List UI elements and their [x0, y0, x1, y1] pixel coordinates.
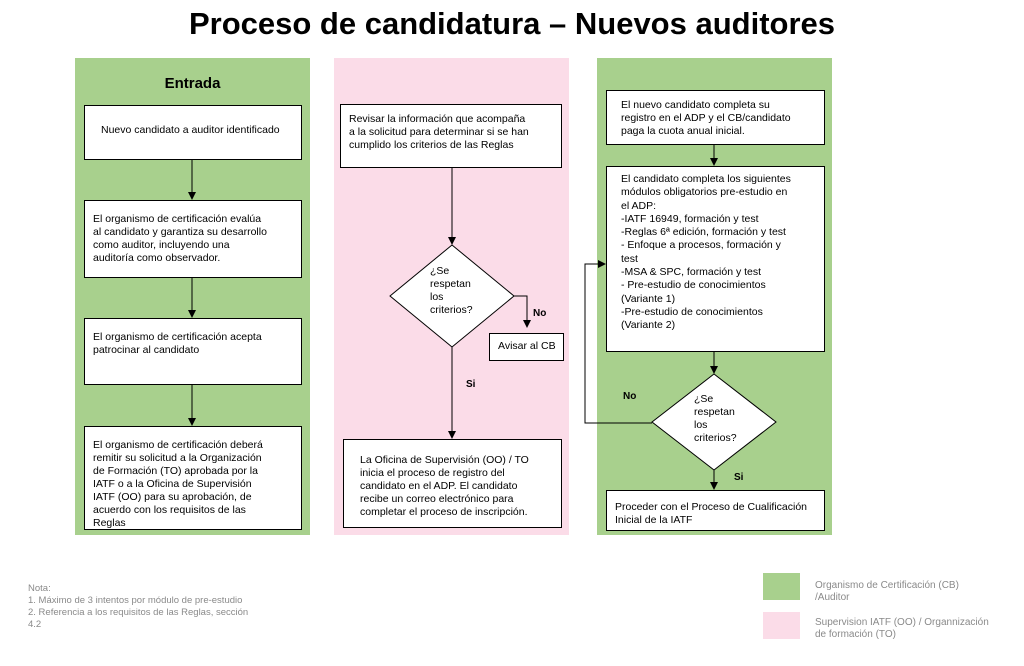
- box-cb-accepts: El organismo de certificación acepta pat…: [84, 318, 302, 385]
- decision-1-text: ¿Se respetan los criterios?: [430, 265, 473, 316]
- label-no-2: No: [623, 391, 637, 402]
- arrow-d1-no: [514, 295, 531, 328]
- box-cb-submits: El organismo de certificación deberá rem…: [84, 426, 302, 530]
- legend-swatch-cb: [763, 573, 800, 600]
- decision-2-text: ¿Se respetan los criterios?: [694, 393, 737, 444]
- box-proceed-qualification: Proceder con el Proceso de Cualificación…: [606, 490, 825, 531]
- page-title: Proceso de candidatura – Nuevos auditore…: [188, 6, 836, 41]
- box-oo-registers: La Oficina de Supervisión (OO) / TO inic…: [343, 439, 562, 528]
- label-no-1: No: [533, 308, 547, 319]
- box-notify-cb: Avisar al CB: [489, 333, 564, 361]
- legend-label-cb: Organismo de Certificación (CB) /Auditor: [815, 580, 959, 603]
- box-new-candidate: Nuevo candidato a auditor identificado: [84, 105, 302, 160]
- footnote: Nota: 1. Máximo de 3 intentos por módulo…: [28, 583, 249, 630]
- legend-swatch-oo: [763, 612, 800, 639]
- arrow-d2-no-loop: [584, 260, 652, 424]
- box-pre-study-modules: El candidato completa los siguientes mód…: [606, 166, 825, 352]
- box-review-info: Revisar la información que acompaña a la…: [340, 104, 562, 168]
- box-cb-evaluates: El organismo de certificación evalúa al …: [84, 200, 302, 278]
- box-candidate-registers: El nuevo candidato completa su registro …: [606, 90, 825, 145]
- label-si-2: Si: [734, 472, 744, 483]
- decision-diamond-2: [651, 373, 777, 471]
- lane-left-header: Entrada: [164, 75, 221, 92]
- label-si-1: Si: [466, 379, 476, 390]
- legend-label-oo: Supervision IATF (OO) / Organnización de…: [815, 617, 989, 640]
- decision-diamond-1: [389, 244, 515, 348]
